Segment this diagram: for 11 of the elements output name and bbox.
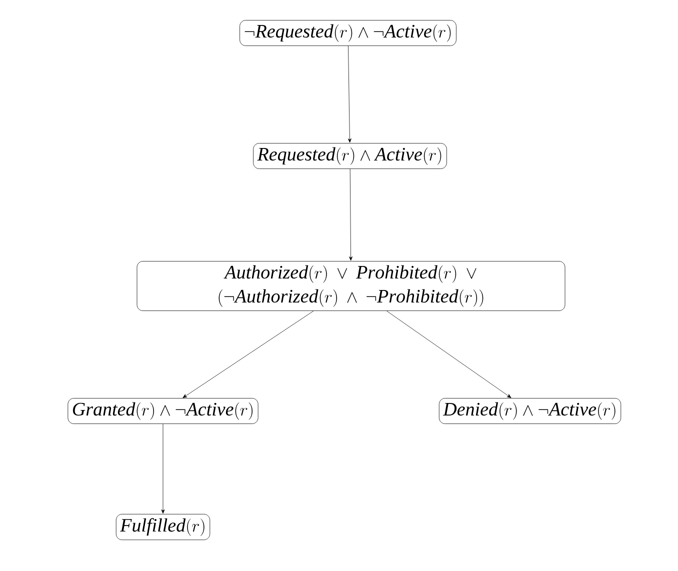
formula-box: $\mathit{Requested}(r) \wedge \mathit{Active}(r)$: [253, 143, 447, 169]
arrow: [349, 168, 353, 261]
formula-box: $\mathit{Fulfilled}(r)$: [116, 514, 210, 540]
formula-box: $\mathit{Denied}(r) \wedge \neg \mathit{Active}(r)$: [438, 398, 622, 424]
arrow: [348, 46, 352, 143]
formula-box: $\mathit{Granted}(r) \wedge \neg \mathit{Active}(r)$: [68, 398, 258, 424]
arrow: [182, 310, 314, 398]
arrow: [161, 424, 165, 514]
formula-box: $\neg \mathit{Requested}(r) \wedge \neg \mathit{Active}(r)$: [240, 20, 456, 46]
formula-box: $\mathit{Authorized}(r) \vee \mathit{Prohibited}(r) \vee (\neg \mathit{Authorized}(r) \wedge \neg \mathit{Prohibited}(r))$: [136, 261, 566, 311]
arrow: [386, 310, 512, 398]
